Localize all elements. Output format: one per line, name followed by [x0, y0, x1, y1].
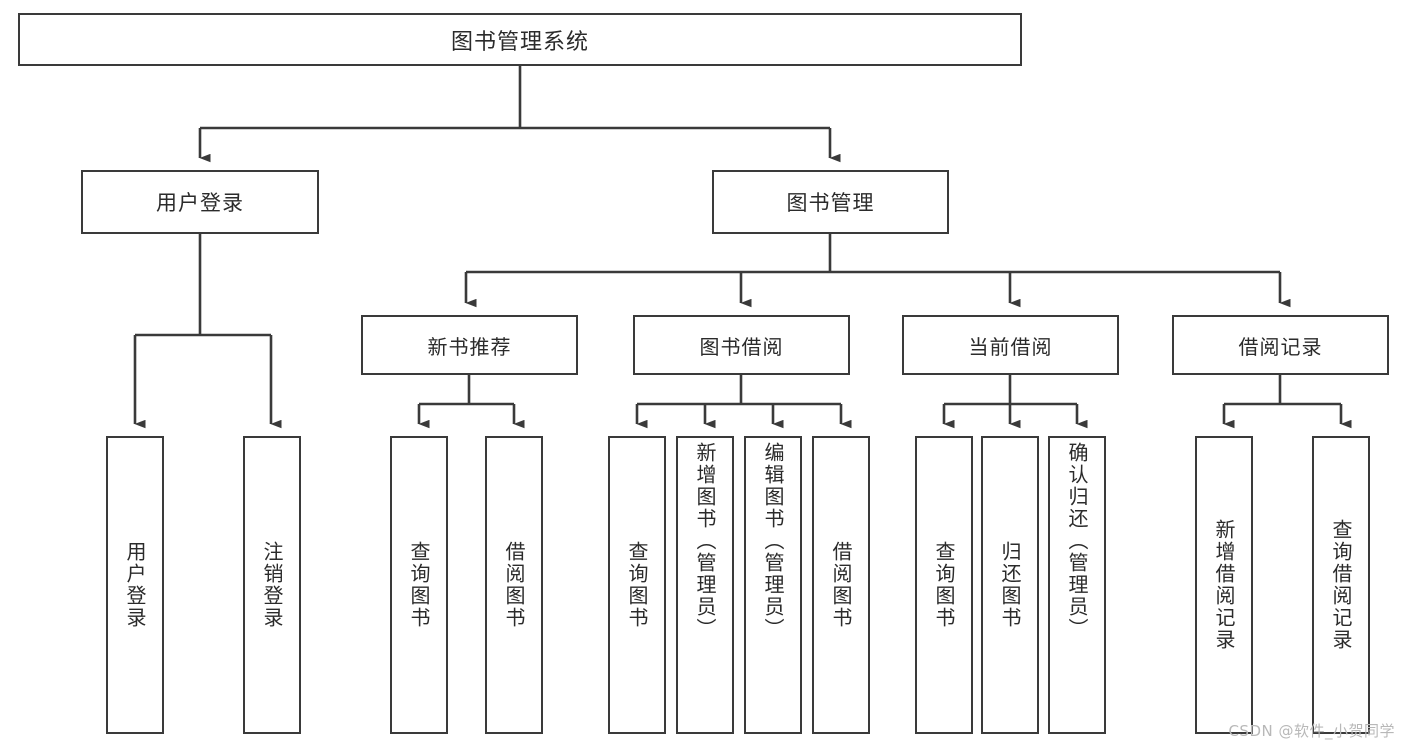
node-label: 确认归还（管理员）: [1065, 442, 1089, 640]
node-label: 查询借阅记录: [1329, 519, 1353, 651]
node-leaf-borrow-book-recommend[interactable]: 借阅图书: [485, 436, 543, 734]
node-leaf-add-borrow-record[interactable]: 新增借阅记录: [1195, 436, 1253, 734]
node-leaf-query-book-current[interactable]: 查询图书: [915, 436, 973, 734]
node-root-book-management-system[interactable]: 图书管理系统: [18, 13, 1022, 66]
node-leaf-return-book[interactable]: 归还图书: [981, 436, 1039, 734]
node-label: 图书管理: [786, 191, 875, 215]
node-label: 查询图书: [625, 541, 649, 629]
node-label: 新书推荐: [427, 334, 512, 359]
node-label: 借阅图书: [829, 541, 853, 629]
node-label: 借阅图书: [502, 541, 526, 629]
node-user-login[interactable]: 用户登录: [81, 170, 319, 234]
node-new-book-recommend[interactable]: 新书推荐: [361, 315, 578, 375]
node-label: 当前借阅: [968, 334, 1053, 359]
node-label: 用户登录: [156, 191, 244, 215]
node-leaf-borrow-book[interactable]: 借阅图书: [812, 436, 870, 734]
node-label: 查询图书: [407, 541, 431, 629]
node-label: 编辑图书（管理员）: [761, 442, 785, 640]
node-label: 查询图书: [932, 541, 956, 629]
node-book-borrow[interactable]: 图书借阅: [633, 315, 850, 375]
node-label: 新增图书（管理员）: [693, 442, 717, 640]
node-leaf-query-borrow-record[interactable]: 查询借阅记录: [1312, 436, 1370, 734]
node-label: 归还图书: [998, 541, 1022, 629]
node-label: 图书借阅: [699, 334, 784, 359]
node-label: 新增借阅记录: [1212, 519, 1236, 651]
node-leaf-query-book-recommend[interactable]: 查询图书: [390, 436, 448, 734]
node-leaf-add-book[interactable]: 新增图书（管理员）: [676, 436, 734, 734]
node-leaf-confirm-return[interactable]: 确认归还（管理员）: [1048, 436, 1106, 734]
node-label: 借阅记录: [1238, 334, 1323, 359]
node-leaf-edit-book[interactable]: 编辑图书（管理员）: [744, 436, 802, 734]
node-book-management[interactable]: 图书管理: [712, 170, 949, 234]
node-label: 用户登录: [123, 541, 147, 629]
node-label: 注销登录: [260, 541, 284, 629]
node-leaf-user-login[interactable]: 用户登录: [106, 436, 164, 734]
csdn-watermark: CSDN @软件_小贺同学: [1228, 722, 1395, 740]
node-borrow-record[interactable]: 借阅记录: [1172, 315, 1389, 375]
node-label: 图书管理系统: [450, 29, 589, 55]
node-leaf-query-book-borrow[interactable]: 查询图书: [608, 436, 666, 734]
node-leaf-logout-login[interactable]: 注销登录: [243, 436, 301, 734]
node-current-borrow[interactable]: 当前借阅: [902, 315, 1119, 375]
